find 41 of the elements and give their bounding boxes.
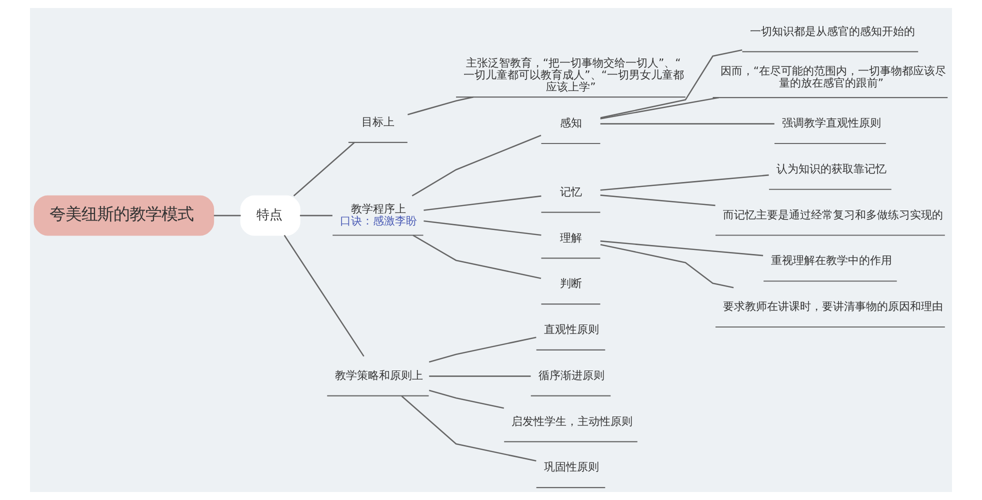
node-text: 一切知识都是从感官的感知开始的 [750, 24, 915, 38]
node-text: 重视理解在教学中的作用 [771, 254, 892, 268]
node-text: 因而，“在尽可能的范围内，一切事物都应该尽量的放在感官的跟前” [720, 64, 946, 90]
connector [600, 96, 719, 120]
node-text: 巩固性原则 [544, 460, 599, 474]
connector [293, 142, 355, 196]
connector [428, 390, 504, 409]
connector [600, 194, 716, 206]
node-text: 循序渐进原则 [538, 368, 605, 382]
connector [428, 336, 536, 363]
node-box: 夸美纽斯的教学模式 [34, 195, 214, 236]
connector [284, 234, 364, 357]
node-text: 主张泛智教育，“把一切事物交给一切人”、“一切儿童都可以教育成人”、“一切男女儿童都应该上学” [464, 56, 684, 94]
node-text: 而记忆主要是通过经常复习和多做练习实现的 [723, 208, 944, 222]
connector [412, 234, 542, 279]
connector [600, 49, 742, 118]
connector [600, 123, 774, 124]
node-text: 教学程序上 口诀：感激李盼 [340, 202, 418, 228]
connector [412, 134, 542, 196]
connector [600, 244, 734, 288]
node-text: 理解 [560, 231, 582, 244]
connector [300, 214, 332, 216]
connector [600, 240, 764, 256]
node-text: 直观性原则 [544, 323, 599, 336]
node-text: 记忆 [560, 185, 582, 198]
connector [401, 396, 536, 462]
node-box: 特点 [240, 195, 300, 236]
node-text: 认为知识的获取靠记忆 [776, 162, 887, 176]
node-text: 判断 [560, 277, 582, 290]
connector [424, 220, 542, 236]
connector [600, 174, 769, 191]
connector [408, 96, 474, 116]
node-text: 教学策略和原则上 [334, 368, 423, 382]
node-text: 启发性学生，主动性原则 [512, 414, 633, 428]
connector [429, 376, 531, 377]
node-text: 感知 [560, 116, 582, 130]
node-text: 目标上 [362, 115, 395, 128]
node-text: 强调教学直观性原则 [782, 116, 882, 130]
connector [424, 195, 542, 211]
connector [214, 214, 241, 216]
node-text: 要求教师在讲课时，要讲清事物的原因和理由 [723, 300, 944, 314]
